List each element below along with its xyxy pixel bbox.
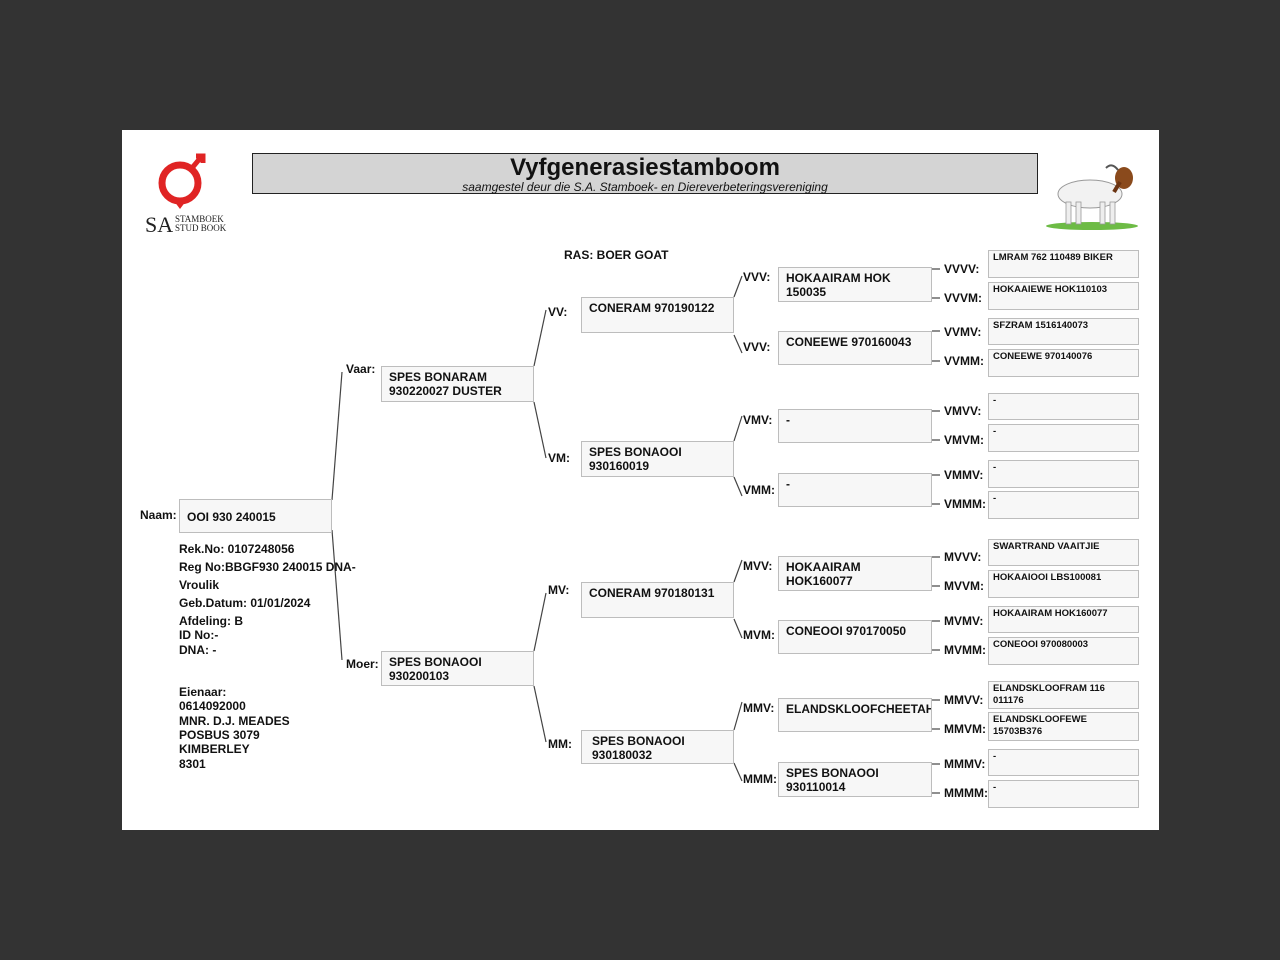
moer-box: SPES BONAOOI 930200103 (381, 651, 534, 686)
mvv-box: HOKAAIRAM HOK160077 (778, 556, 932, 591)
gen4-box: CONEOOI 970080003 (988, 637, 1139, 665)
gen4-box: - (988, 780, 1139, 808)
rek-no: Rek.No: 0107248056 (179, 542, 295, 556)
gen4-box: HOKAAIEWE HOK110103 (988, 282, 1139, 310)
gen4-label: MVVV: (944, 550, 982, 564)
owner-number: 0614092000 (179, 699, 246, 713)
gen4-label: VMVV: (944, 404, 982, 418)
vmv-label: VMV: (743, 413, 773, 427)
moer-label: Moer: (346, 657, 379, 671)
vaar-box: SPES BONARAM 930220027 DUSTER (381, 366, 534, 402)
mm-label: MM: (548, 737, 572, 751)
vmv-box: - (778, 409, 932, 443)
owner-address: POSBUS 3079 (179, 728, 260, 742)
sex: Vroulik (179, 578, 220, 592)
pedigree-connectors (331, 268, 940, 794)
vm-label: VM: (548, 451, 570, 465)
gen4-box: - (988, 393, 1139, 420)
reg-no: Reg No:BBGF930 240015 DNA- (179, 560, 356, 574)
gen4-label: MVVM: (944, 579, 984, 593)
vmm-label: VMM: (743, 483, 775, 497)
mvv-label: MVV: (743, 559, 773, 573)
birth-date: Geb.Datum: 01/01/2024 (179, 596, 311, 610)
gen4-box: - (988, 460, 1139, 488)
gen4-label: VMVM: (944, 433, 984, 447)
mmm-label: MMM: (743, 772, 777, 786)
gen4-box: HOKAAIOOI LBS100081 (988, 570, 1139, 598)
page-subtitle: saamgestel deur die S.A. Stamboek- en Di… (462, 180, 828, 194)
page-title: Vyfgenerasiestamboom (510, 154, 780, 181)
svg-text:STAMBOEK: STAMBOEK (175, 214, 224, 224)
vvm-box: CONEEWE 970160043 (778, 331, 932, 365)
gen4-label: MMVV: (944, 693, 984, 707)
dna: DNA: - (179, 643, 217, 657)
gen4-label: MVMV: (944, 614, 984, 628)
pedigree-document: SA STAMBOEK STUD BOOK Vyfgenerasiestambo… (122, 130, 1159, 830)
gen4-box: LMRAM 762 110489 BIKER (988, 250, 1139, 278)
vaar-label: Vaar: (346, 362, 376, 376)
vvv-box: HOKAAIRAM HOK 150035 (778, 267, 932, 302)
gen4-box: SWARTRAND VAAITJIE (988, 539, 1139, 566)
gen4-label: MMMV: (944, 757, 986, 771)
gen4-box: SFZRAM 1516140073 (988, 318, 1139, 345)
mm-box: SPES BONAOOI 930180032 (581, 730, 734, 764)
id-no: ID No:- (179, 628, 219, 642)
svg-text:SA: SA (145, 212, 173, 234)
gen4-box: - (988, 749, 1139, 776)
gen4-box: HOKAAIRAM HOK160077 (988, 606, 1139, 633)
vvv-label: VVV: (743, 270, 771, 284)
gen4-box: ELANDSKLOOFEWE 15703B376 (988, 712, 1139, 741)
gen4-label: VVVV: (944, 262, 980, 276)
gen4-box: - (988, 424, 1139, 452)
vmm-box: - (778, 473, 932, 507)
gen4-label: MVMM: (944, 643, 986, 657)
mv-label: MV: (548, 583, 570, 597)
owner-name: MNR. D.J. MEADES (179, 714, 290, 728)
gen4-label: MMVM: (944, 722, 986, 736)
gen4-box: - (988, 491, 1139, 519)
naam-label: Naam: (140, 508, 177, 522)
mmv-label: MMV: (743, 701, 775, 715)
sa-studbook-logo: SA STAMBOEK STUD BOOK (142, 152, 232, 237)
vv-box: CONERAM 970190122 (581, 297, 734, 333)
mmv-box: ELANDSKLOOFCHEETAH (778, 698, 932, 732)
gen4-label: VVVM: (944, 291, 983, 305)
animal-name-box: OOI 930 240015 (179, 499, 332, 533)
gen4-label: VMMM: (944, 497, 986, 511)
owner-city: KIMBERLEY (179, 742, 250, 756)
mv-box: CONERAM 970180131 (581, 582, 734, 618)
gen4-label: VVMV: (944, 325, 982, 339)
gen4-box: ELANDSKLOOFRAM 116 011176 (988, 681, 1139, 709)
vvm-label: VVV: (743, 340, 771, 354)
gen4-label: MMMM: (944, 786, 988, 800)
gen4-label: VVMM: (944, 354, 984, 368)
mvm-box: CONEOOI 970170050 (778, 620, 932, 654)
mvm-label: MVM: (743, 628, 775, 642)
vm-box: SPES BONAOOI 930160019 (581, 441, 734, 477)
title-bar: Vyfgenerasiestamboom saamgestel deur die… (252, 153, 1038, 194)
mmm-box: SPES BONAOOI 930110014 (778, 762, 932, 797)
vv-label: VV: (548, 305, 568, 319)
gen4-box: CONEEWE 970140076 (988, 349, 1139, 377)
owner-label: Eienaar: (179, 685, 227, 699)
svg-text:STUD BOOK: STUD BOOK (175, 223, 227, 233)
boer-goat-illustration (1042, 160, 1142, 230)
owner-postcode: 8301 (179, 757, 206, 771)
gen4-label: VMMV: (944, 468, 984, 482)
afdeling: Afdeling: B (179, 614, 243, 628)
breed-label: RAS: BOER GOAT (564, 248, 669, 262)
